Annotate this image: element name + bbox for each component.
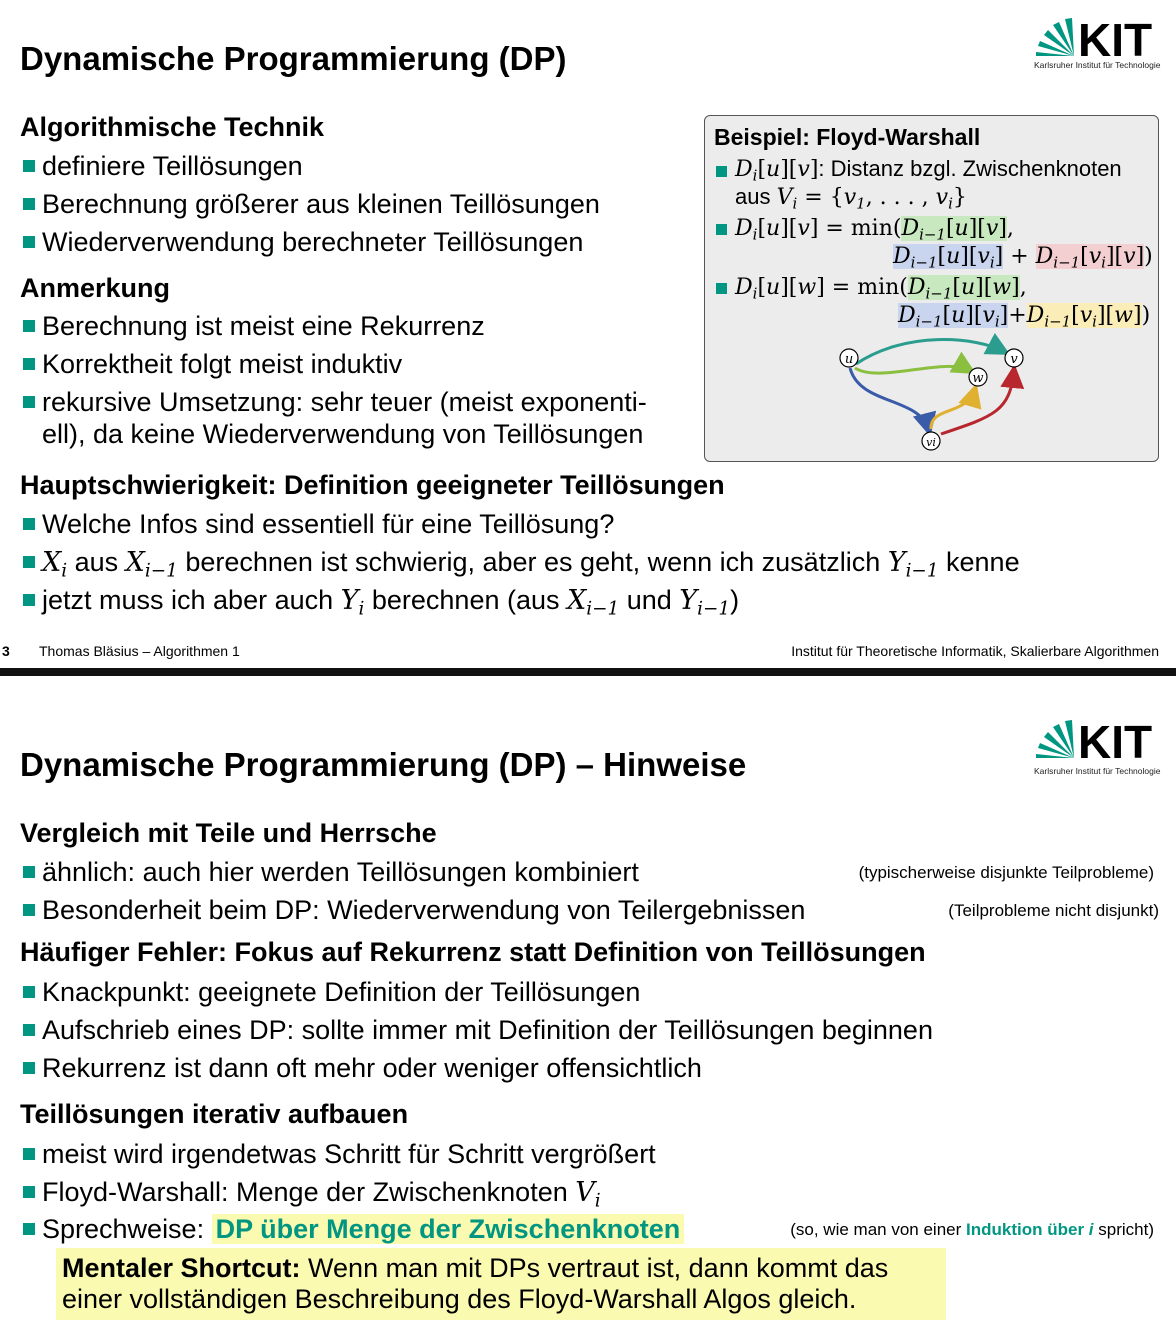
math-expression: Vi = {v1, . . . , vi} [776,185,967,213]
node-v: v [1004,348,1024,368]
list-item: Knackpunkt: geeignete Definition der Tei… [42,977,641,1007]
list-item: Floyd-Warshall: Menge der Zwischenknoten… [42,1177,601,1212]
node-w: w [968,367,988,387]
footer-institute: Institut für Theoretische Informatik, Sk… [791,643,1159,659]
kit-wordmark: KIT [1078,718,1152,760]
bullet-icon [23,160,35,172]
side-note-induktion: (so, wie man von einer Induktion über i … [790,1220,1154,1239]
bullet-icon [23,396,35,408]
list-item: jetzt muss ich aber auch Yi berechnen (a… [42,585,740,620]
list-item: Aufschrieb eines DP: sollte immer mit De… [42,1015,933,1045]
kit-logo-icon: KIT [1036,14,1152,66]
svg-text:w: w [972,371,983,386]
list-item: Korrektheit folgt meist induktiv [42,349,403,379]
section-heading: Häufiger Fehler: Fokus auf Rekurrenz sta… [20,937,926,967]
list-item-text: berechnen ist schwierig, aber es geht, w… [185,547,881,577]
section-heading: Hauptschwierigkeit: Definition geeignete… [20,470,725,500]
example-line-1: Di[u][v]: Distanz bzgl. Zwischenknoten [735,156,1122,184]
kit-logo: KIT Karlsruher Institut für Technologie [1034,716,1164,778]
slide-divider [0,668,1176,676]
bullet-icon [716,166,727,177]
edge-u-w [854,351,977,375]
bullet-icon [23,556,35,568]
bullet-icon [23,866,35,878]
node-vi: vi [921,431,941,451]
example-line-1b-text: aus [735,184,771,209]
list-item: Welche Infos sind essentiell für eine Te… [42,509,615,539]
side-note: (typischerweise disjunkte Teilprobleme) [858,863,1154,882]
edge-u-v [855,332,1011,366]
list-item: ähnlich: auch hier werden Teillösungen k… [42,857,639,887]
list-item: definiere Teillösungen [42,151,303,181]
bullet-icon [716,283,727,294]
kit-logo-icon: KIT [1036,716,1152,768]
bullet-icon [23,1062,35,1074]
example-line-1b: aus Vi = {v1, . . . , vi} [735,184,967,212]
list-item: rekursive Umsetzung: sehr teuer (meist e… [42,387,647,417]
section-heading: Anmerkung [20,273,171,303]
example-box: Beispiel: Floyd-Warshall Di[u][v]: Dista… [704,115,1159,462]
recurrence-1: Di[u][v] = min(Di−1[u][v], [735,216,1014,244]
svg-text:vi: vi [926,436,936,449]
section-heading: Algorithmische Technik [20,112,325,142]
shortcut-label: Mentaler Shortcut: [62,1253,301,1283]
svg-text:v: v [1010,352,1018,367]
list-item: Wiederverwendung berechneter Teillösunge… [42,227,584,257]
section-heading: Vergleich mit Teile und Herrsche [20,818,437,848]
side-note: (Teilprobleme nicht disjunkt) [948,901,1159,920]
footer-author: Thomas Bläsius – Algorithmen 1 [39,643,240,659]
kit-logo-subtitle: Karlsruher Institut für Technologie [1034,60,1161,70]
list-item-continuation: ell), da keine Wiederverwendung von Teil… [42,419,644,449]
edge-vi-w [929,383,982,430]
list-item: Sprechweise: DP über Menge der Zwischenk… [42,1213,685,1245]
list-item: Berechnung ist meist eine Rekurrenz [42,311,485,341]
section-heading: Teillösungen iterativ aufbauen [20,1099,409,1129]
example-line-1-text: : Distanz bzgl. Zwischenknoten [818,156,1122,181]
recurrence-1b: Di−1[u][vi] + Di−1[vi][v]) [893,244,1153,272]
highlight-phrase: DP über Menge der Zwischenknoten [211,1214,685,1244]
bullet-icon [23,358,35,370]
svg-text:u: u [845,352,853,367]
bullet-icon [716,224,727,235]
floyd-warshall-graph: u v w vi [839,332,1025,451]
list-item: meist wird irgendetwas Schritt für Schri… [42,1139,656,1169]
shortcut-line-1: Mentaler Shortcut: Wenn man mit DPs vert… [62,1253,889,1283]
edge-vi-v [940,364,1025,436]
node-u: u [839,348,859,368]
edge-u-vi [848,367,937,437]
bullet-icon [23,1186,35,1198]
bullet-icon [23,320,35,332]
bullet-icon [23,986,35,998]
recurrence-2: Di[u][w] = min(Di−1[u][w], [735,275,1027,303]
mental-shortcut-box: Mentaler Shortcut: Wenn man mit DPs vert… [56,1248,946,1320]
math-expression: Di[u][v] [735,157,819,185]
slide1-title: Dynamische Programmierung (DP) [20,40,567,77]
bullet-icon [23,1024,35,1036]
list-item-text: kenne [946,547,1020,577]
recurrence-2b: Di−1[u][vi]+Di−1[vi][w]) [898,303,1151,331]
list-item: Xi aus Xi−1 berechnen ist schwierig, abe… [42,547,1020,582]
bullet-icon [23,518,35,530]
kit-wordmark: KIT [1078,16,1152,58]
footer-page-number: 3 [2,643,10,659]
bullet-icon [23,1148,35,1160]
slide2-title: Dynamische Programmierung (DP) – Hinweis… [20,746,747,783]
bullet-icon [23,594,35,606]
bullet-icon [23,1223,35,1235]
bullet-icon [23,198,35,210]
bullet-icon [23,236,35,248]
shortcut-line-2: einer vollständigen Beschreibung des Flo… [62,1284,857,1314]
kit-logo: KIT Karlsruher Institut für Technologie [1034,14,1164,72]
list-item: Rekurrenz ist dann oft mehr oder weniger… [42,1053,702,1083]
example-box-title: Beispiel: Floyd-Warshall [714,124,981,150]
kit-logo-subtitle: Karlsruher Institut für Technologie [1034,766,1161,776]
bullet-icon [23,904,35,916]
list-item: Besonderheit beim DP: Wiederverwendung v… [42,895,806,925]
list-item: Berechnung größerer aus kleinen Teillösu… [42,189,600,219]
